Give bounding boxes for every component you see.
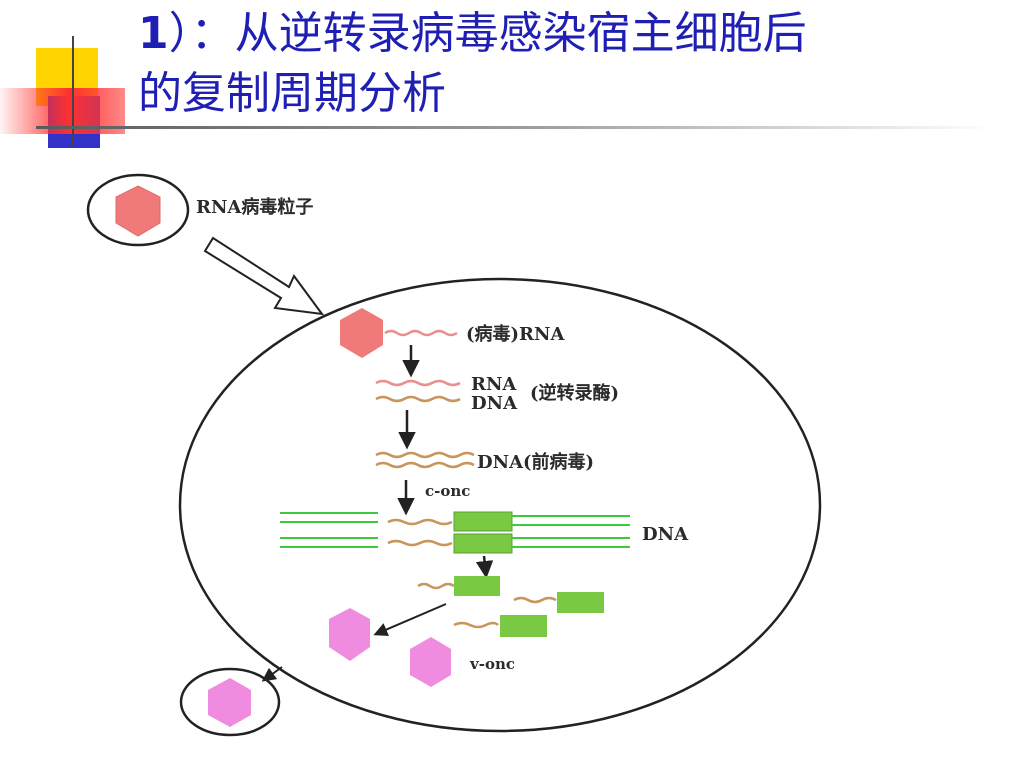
arrow-release xyxy=(261,666,283,682)
host-dna-left xyxy=(280,512,378,548)
decor-vertical-line xyxy=(72,36,74,148)
entry-arrow xyxy=(203,236,325,316)
reverse-transcriptase-label: (逆转录酶) xyxy=(530,382,619,404)
title-line2: 的复制周期分析 xyxy=(138,68,446,119)
viral-rna-strand xyxy=(384,329,458,337)
viral-genome-3-strand xyxy=(453,621,499,629)
c-onc-box-bottom xyxy=(453,533,513,554)
new-virion-2 xyxy=(410,637,451,687)
page-title: 1）：从逆转录病毒感染宿主细胞后 的复制周期分析 xyxy=(138,4,1008,124)
hybrid-dna-strand xyxy=(375,395,461,403)
released-virion-envelope xyxy=(179,667,281,737)
released-virion-hexagon xyxy=(208,678,251,727)
arrow-step-4 xyxy=(475,555,494,579)
viral-core-hexagon xyxy=(340,308,383,358)
integrated-provirus-bottom xyxy=(387,539,453,547)
hybrid-rna-strand xyxy=(375,379,461,387)
provirus-strand-bottom xyxy=(375,461,475,469)
host-dna-label: DNA xyxy=(642,524,689,545)
title-line1: ）：从逆转录病毒感染宿主细胞后 xyxy=(168,8,807,59)
viral-genome-2-strand xyxy=(513,596,557,604)
c-onc-label: c-onc xyxy=(425,482,470,500)
host-dna-right xyxy=(512,515,630,548)
provirus-strand-top xyxy=(375,451,475,459)
virion-envelope xyxy=(86,173,190,247)
hybrid-dna-label: DNA xyxy=(471,393,518,414)
arrow-assembly xyxy=(373,603,447,637)
provirus-label: DNA(前病毒) xyxy=(477,451,594,473)
viral-rna-label: (病毒)RNA xyxy=(466,323,565,345)
viral-genome-1-strand xyxy=(417,582,455,590)
v-onc-box-1 xyxy=(454,576,500,596)
hybrid-rna-label: RNA xyxy=(471,374,517,395)
v-onc-label: v-onc xyxy=(469,655,515,673)
title-number: 1 xyxy=(138,8,169,59)
virion-red-hexagon xyxy=(115,185,161,237)
v-onc-box-3 xyxy=(500,615,547,637)
virion-label: RNA病毒粒子 xyxy=(196,196,313,218)
integrated-provirus-top xyxy=(387,518,453,526)
title-underline xyxy=(36,126,996,129)
new-virion-1 xyxy=(329,608,370,661)
c-onc-box-top xyxy=(453,511,513,532)
v-onc-box-2 xyxy=(557,592,604,613)
host-cell xyxy=(178,277,822,733)
